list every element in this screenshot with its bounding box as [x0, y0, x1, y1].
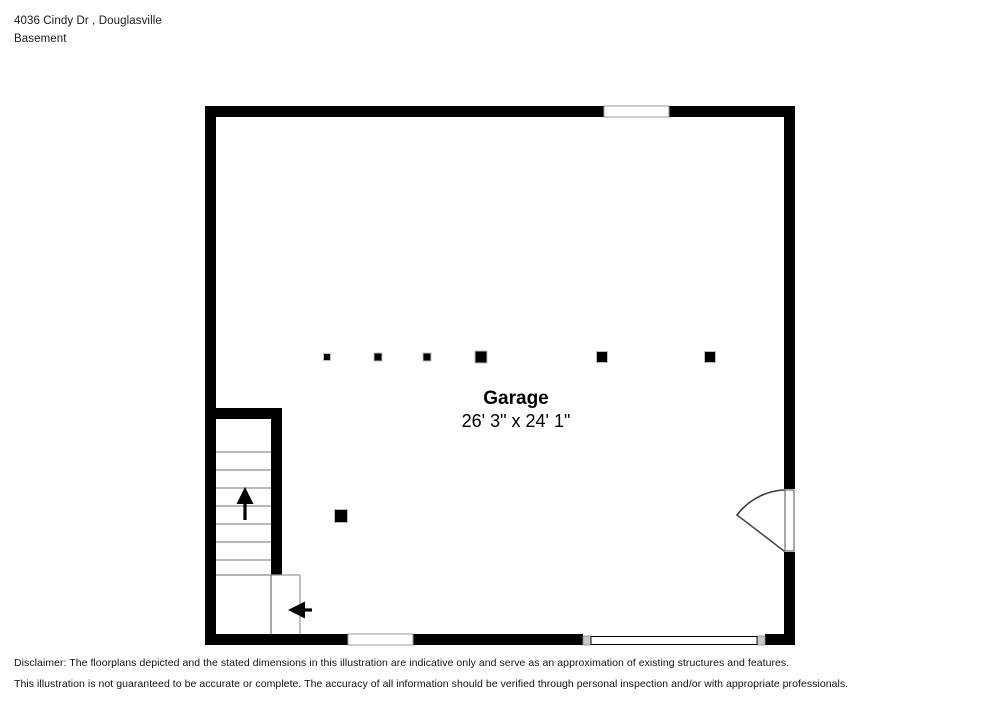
stairwell-wall-top [216, 408, 282, 419]
window-bottom-wall [347, 633, 414, 646]
stair-left-arrow-icon [288, 601, 312, 619]
support-column [323, 353, 331, 361]
window-top-wall [603, 105, 670, 118]
support-column [334, 509, 348, 523]
wall-bottom-middle-segment [413, 634, 583, 645]
garage-door-opening [582, 635, 766, 646]
door-swing-leaf-line [736, 514, 785, 552]
room-name: Garage [483, 388, 549, 409]
disclaimer-line-2: This illustration is not guaranteed to b… [14, 678, 849, 690]
wall-top-left-segment [205, 106, 604, 117]
room-label-garage: Garage 26' 3" x 24' 1" [462, 388, 571, 432]
stair-up-arrow-head [236, 487, 254, 504]
support-column [373, 352, 383, 362]
wall-top-right-segment [669, 106, 795, 117]
garage-interior-fill [205, 106, 795, 645]
support-column [422, 352, 432, 362]
support-column [704, 351, 716, 363]
wall-left [205, 106, 216, 645]
window-top-glazing [603, 105, 670, 118]
disclaimer-block: Disclaimer: The floorplans depicted and … [14, 653, 848, 695]
door-leaf [784, 489, 795, 552]
wall-bottom-left-segment [205, 634, 348, 645]
property-address: 4036 Cindy Dr , Douglasville [14, 15, 162, 27]
floor-level-label: Basement [14, 33, 67, 45]
disclaimer-line-1: Disclaimer: The floorplans depicted and … [14, 657, 790, 669]
wall-right-upper-segment [784, 106, 795, 489]
window-bottom-glazing [347, 633, 414, 646]
support-column [474, 350, 488, 364]
plan-header: 4036 Cindy Dr , Douglasville Basement [14, 12, 162, 48]
garage-door-right-jamb [756, 635, 766, 646]
support-column [596, 351, 608, 363]
wall-bottom-right-segment [765, 634, 795, 645]
door-right-wall [736, 489, 795, 552]
door-swing-arc [736, 489, 785, 516]
stairwell-wall-right [271, 408, 282, 575]
wall-right-lower-segment [784, 552, 795, 645]
exterior-walls [205, 106, 795, 645]
stair-enclosure-walls [216, 408, 282, 575]
room-dimensions: 26' 3" x 24' 1" [461, 411, 571, 431]
garage-door-panel [590, 636, 758, 645]
garage-door-left-jamb [582, 635, 592, 646]
stair-up-arrow-icon [236, 487, 254, 520]
stair-left-arrow-head [288, 601, 305, 619]
support-columns [323, 350, 716, 523]
